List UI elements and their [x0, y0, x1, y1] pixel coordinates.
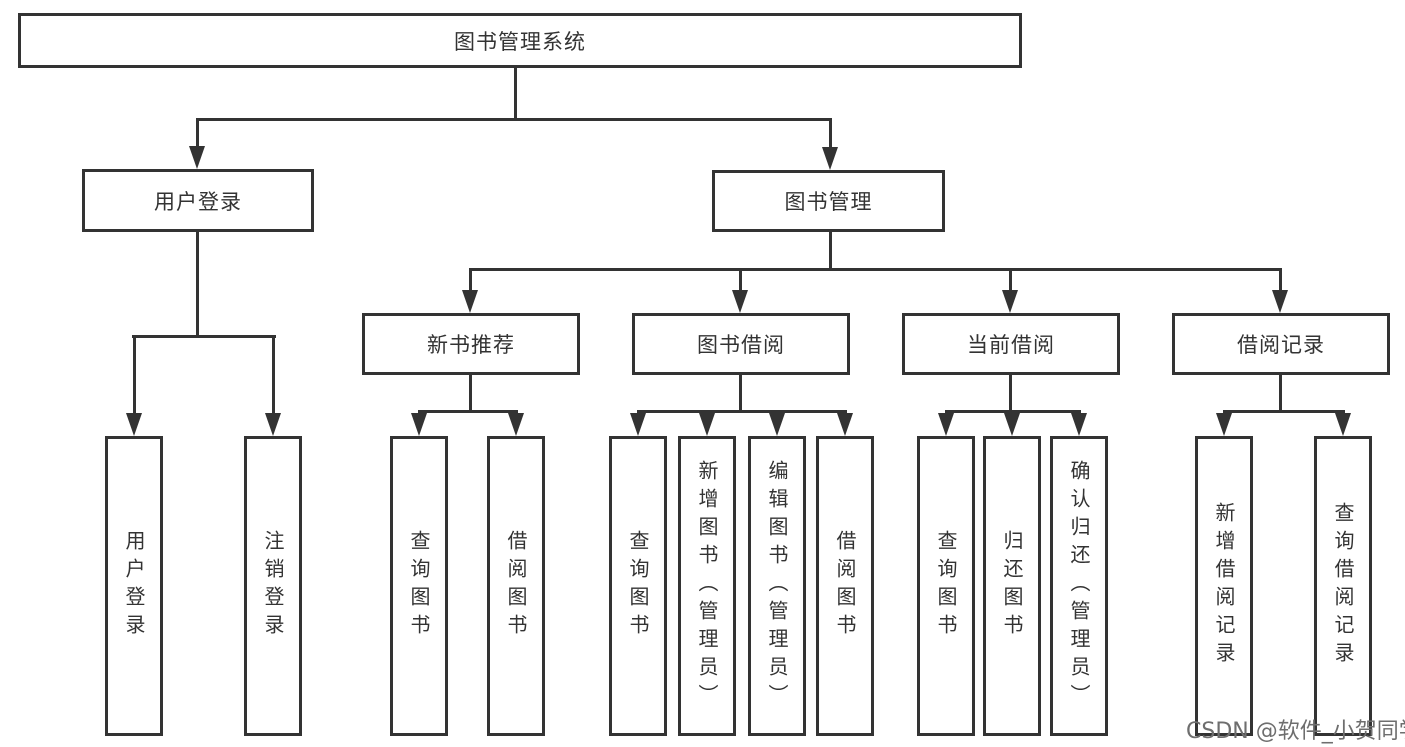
node-label: 新增借阅记录: [1212, 502, 1236, 670]
connector-line: [637, 410, 847, 413]
csdn-watermark: CSDN @软件_小贺同学: [1186, 719, 1405, 744]
connector-arrowhead: [411, 413, 427, 436]
node-label: 新增图书（管理员）: [695, 460, 719, 712]
node-label: 查询图书: [626, 530, 650, 642]
leaf-borrow-books-recommend: 借阅图书: [487, 436, 545, 736]
connector-line: [829, 118, 832, 150]
node-label: 图书管理: [784, 190, 873, 214]
connector-arrowhead: [630, 413, 646, 436]
connector-line: [469, 375, 472, 412]
connector-line: [1223, 410, 1344, 413]
connector-line: [272, 335, 275, 415]
connector-arrowhead: [938, 413, 954, 436]
connector-arrowhead: [189, 146, 205, 169]
leaf-return-books: 归还图书: [983, 436, 1041, 736]
leaf-add-borrow-record: 新增借阅记录: [1195, 436, 1253, 736]
connector-arrowhead: [732, 290, 748, 313]
connector-arrowhead: [699, 413, 715, 436]
connector-arrowhead: [822, 147, 838, 170]
node-label: 注销登录: [261, 530, 285, 642]
node-new-book-recommendation: 新书推荐: [362, 313, 580, 375]
node-book-borrowing: 图书借阅: [632, 313, 850, 375]
connector-line: [133, 335, 136, 415]
node-label: 确认归还（管理员）: [1067, 460, 1091, 712]
connector-line: [418, 410, 518, 413]
connector-arrowhead: [1272, 290, 1288, 313]
node-label: 归还图书: [1000, 530, 1024, 642]
leaf-logout: 注销登录: [244, 436, 302, 736]
connector-arrowhead: [265, 413, 281, 436]
node-label: 查询图书: [407, 530, 431, 642]
leaf-add-books-admin: 新增图书（管理员）: [678, 436, 736, 736]
connector-arrowhead: [508, 413, 524, 436]
connector-arrowhead: [1335, 413, 1351, 436]
leaf-edit-books-admin: 编辑图书（管理员）: [748, 436, 806, 736]
node-label: 借阅图书: [833, 530, 857, 642]
node-library-management-system: 图书管理系统: [18, 13, 1022, 68]
connector-line: [469, 268, 1282, 271]
leaf-query-books-borrow: 查询图书: [609, 436, 667, 736]
connector-arrowhead: [837, 413, 853, 436]
node-label: 当前借阅: [967, 333, 1055, 357]
connector-line: [739, 268, 742, 292]
node-label: 查询借阅记录: [1331, 502, 1355, 670]
node-borrowing-records: 借阅记录: [1172, 313, 1390, 375]
connector-line: [1279, 375, 1282, 412]
node-label: 图书管理系统: [454, 29, 586, 54]
connector-line: [469, 268, 472, 292]
connector-arrowhead: [1216, 413, 1232, 436]
connector-line: [196, 118, 832, 121]
connector-line: [514, 68, 517, 120]
leaf-query-borrow-record: 查询借阅记录: [1314, 436, 1372, 736]
connector-line: [739, 375, 742, 412]
node-label: 用户登录: [154, 189, 242, 214]
node-label: 用户登录: [122, 530, 146, 642]
connector-line: [1279, 268, 1282, 292]
node-label: 新书推荐: [427, 333, 515, 357]
node-label: 借阅记录: [1237, 333, 1325, 357]
node-current-borrowing: 当前借阅: [902, 313, 1120, 375]
leaf-user-login: 用户登录: [105, 436, 163, 736]
leaf-query-books-recommend: 查询图书: [390, 436, 448, 736]
connector-arrowhead: [1004, 413, 1020, 436]
node-label: 查询图书: [934, 530, 958, 642]
leaf-query-books-current: 查询图书: [917, 436, 975, 736]
node-user-login: 用户登录: [82, 169, 314, 232]
connector-line: [196, 118, 199, 150]
connector-line: [132, 335, 276, 338]
connector-line: [1009, 268, 1012, 292]
connector-line: [829, 232, 832, 271]
connector-line: [196, 232, 199, 338]
node-label: 借阅图书: [504, 530, 528, 642]
connector-line: [1009, 375, 1012, 412]
leaf-confirm-return-admin: 确认归还（管理员）: [1050, 436, 1108, 736]
connector-arrowhead: [769, 413, 785, 436]
connector-arrowhead: [126, 413, 142, 436]
node-label: 编辑图书（管理员）: [765, 460, 789, 712]
leaf-borrow-books: 借阅图书: [816, 436, 874, 736]
connector-arrowhead: [462, 290, 478, 313]
connector-arrowhead: [1071, 413, 1087, 436]
connector-arrowhead: [1002, 290, 1018, 313]
node-book-management: 图书管理: [712, 170, 945, 232]
node-label: 图书借阅: [697, 333, 785, 357]
